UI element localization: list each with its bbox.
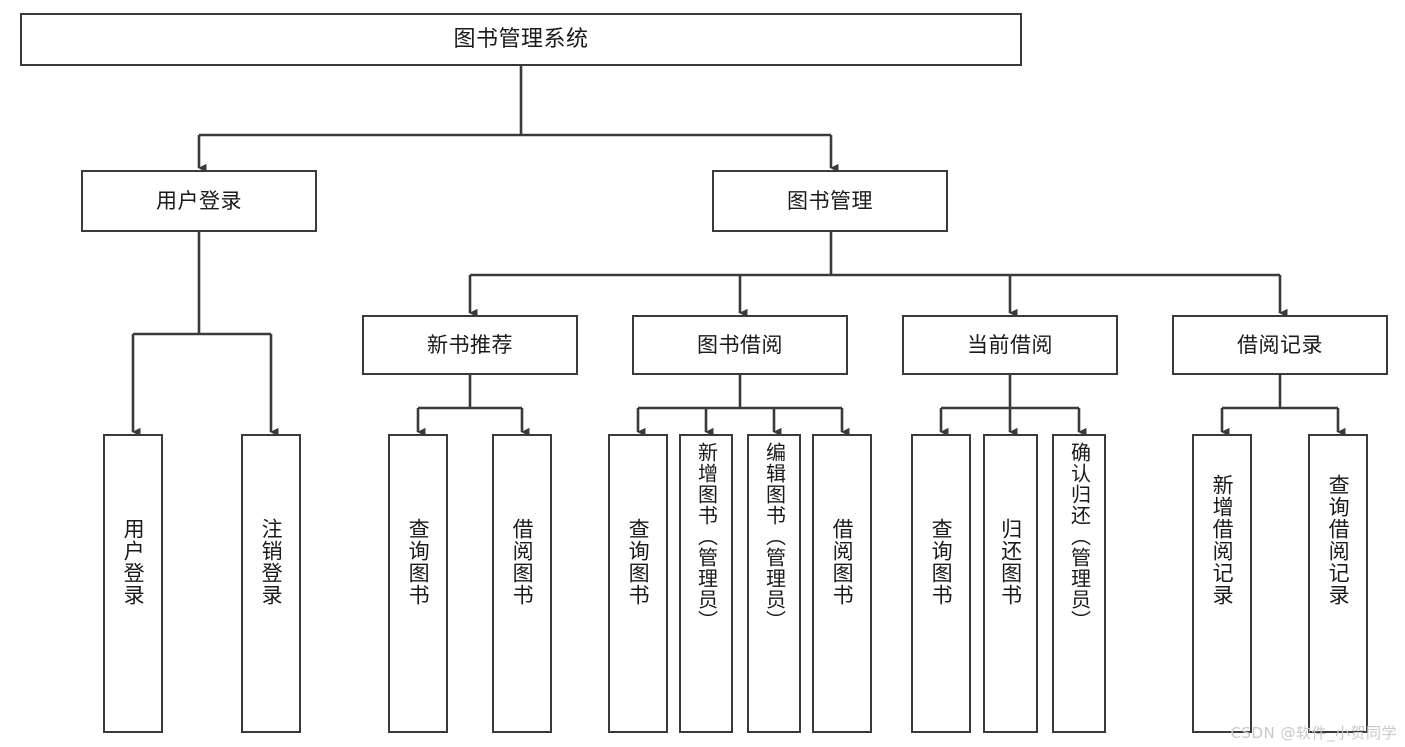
leaf-add-record-label: 新增借阅记录 (1210, 474, 1235, 606)
leaf-confirm-return-label: 确认归还（管理员） (1067, 442, 1092, 631)
leaf-query-book-1[interactable]: 查询图书 (388, 434, 448, 733)
leaf-add-book-label: 新增图书（管理员） (694, 442, 719, 631)
node-book-manage[interactable]: 图书管理 (712, 170, 948, 232)
leaf-query-record-label: 查询借阅记录 (1326, 474, 1351, 606)
leaf-borrow-book-1[interactable]: 借阅图书 (492, 434, 552, 733)
node-borrow-record-label: 借阅记录 (1237, 332, 1323, 357)
node-current-borrow[interactable]: 当前借阅 (902, 315, 1118, 375)
leaf-query-book-3[interactable]: 查询图书 (911, 434, 971, 733)
leaf-query-book-1-label: 查询图书 (406, 518, 431, 606)
node-new-book-rec-label: 新书推荐 (427, 332, 513, 357)
leaf-logout-label: 注销登录 (259, 518, 284, 606)
leaf-query-record[interactable]: 查询借阅记录 (1308, 434, 1368, 733)
node-root[interactable]: 图书管理系统 (20, 13, 1022, 66)
node-borrow-record[interactable]: 借阅记录 (1172, 315, 1388, 375)
leaf-return-book[interactable]: 归还图书 (983, 434, 1038, 733)
node-book-borrow-label: 图书借阅 (697, 332, 783, 357)
node-user-login-label: 用户登录 (156, 188, 242, 213)
leaf-edit-book[interactable]: 编辑图书（管理员） (747, 434, 801, 733)
watermark: CSDN @软件_小贺同学 (1230, 724, 1397, 742)
leaf-query-book-2[interactable]: 查询图书 (608, 434, 668, 733)
leaf-return-book-label: 归还图书 (998, 518, 1023, 606)
node-root-label: 图书管理系统 (453, 26, 589, 52)
leaf-user-login[interactable]: 用户登录 (103, 434, 163, 733)
leaf-borrow-book-1-label: 借阅图书 (510, 518, 535, 606)
node-new-book-rec[interactable]: 新书推荐 (362, 315, 578, 375)
node-book-borrow[interactable]: 图书借阅 (632, 315, 848, 375)
leaf-borrow-book-2-label: 借阅图书 (830, 518, 855, 606)
node-book-manage-label: 图书管理 (787, 188, 873, 213)
leaf-add-book[interactable]: 新增图书（管理员） (679, 434, 733, 733)
leaf-query-book-2-label: 查询图书 (626, 518, 651, 606)
node-user-login[interactable]: 用户登录 (81, 170, 317, 232)
leaf-query-book-3-label: 查询图书 (929, 518, 954, 606)
leaf-user-login-label: 用户登录 (121, 518, 146, 606)
leaf-edit-book-label: 编辑图书（管理员） (762, 442, 787, 631)
leaf-borrow-book-2[interactable]: 借阅图书 (812, 434, 872, 733)
leaf-confirm-return[interactable]: 确认归还（管理员） (1052, 434, 1106, 733)
leaf-add-record[interactable]: 新增借阅记录 (1192, 434, 1252, 733)
node-current-borrow-label: 当前借阅 (967, 332, 1053, 357)
leaf-logout[interactable]: 注销登录 (241, 434, 301, 733)
